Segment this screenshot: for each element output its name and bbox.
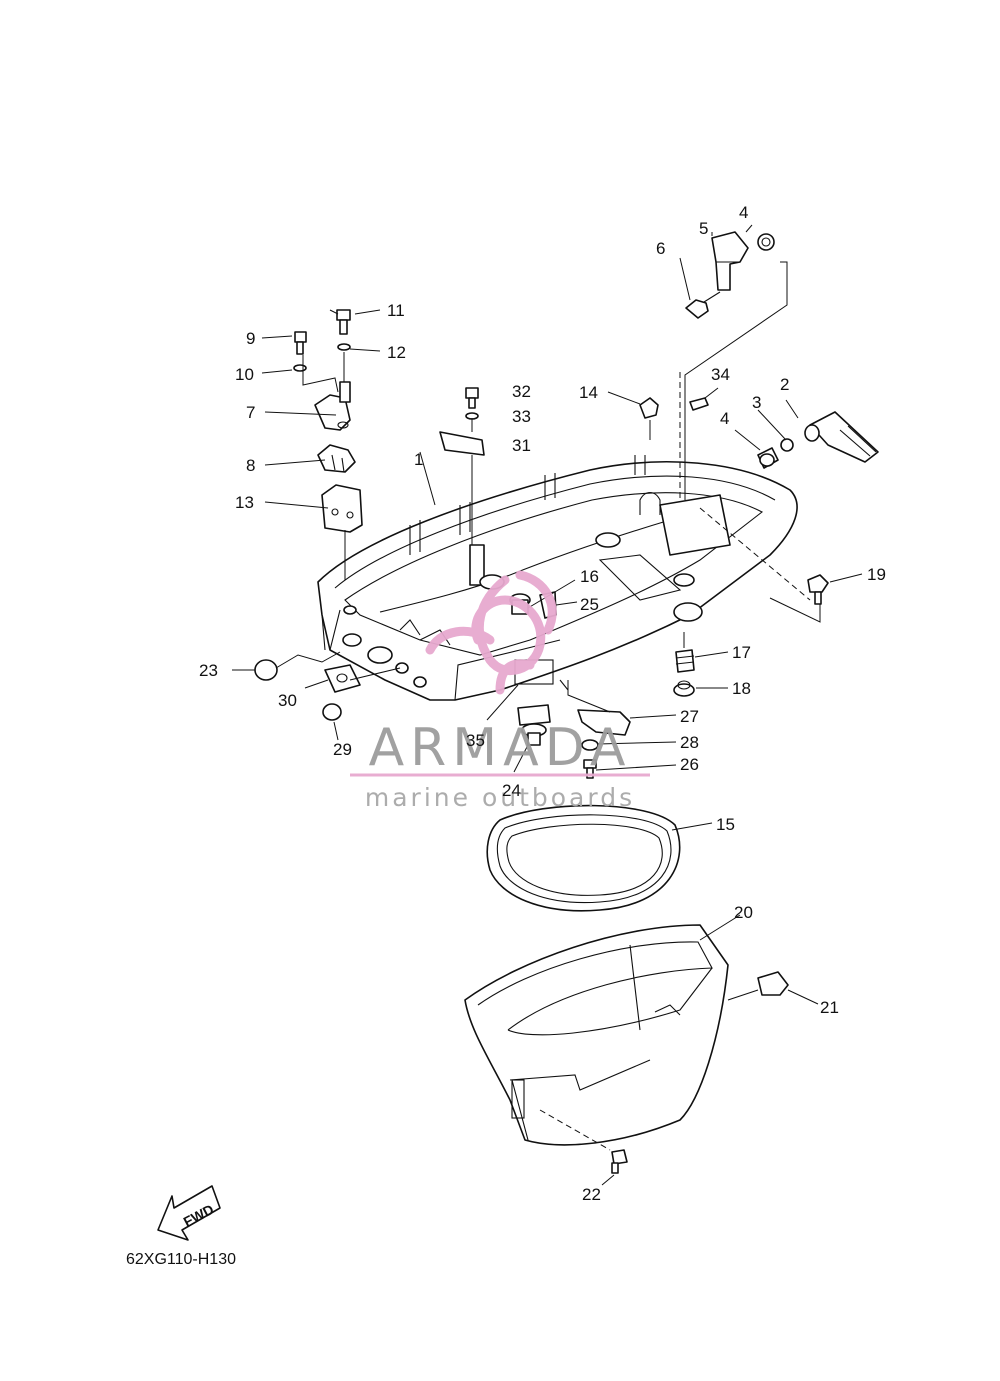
callout-14: 14	[579, 383, 598, 402]
callout-23: 23	[199, 661, 218, 680]
callout-9: 9	[246, 329, 255, 348]
armada-logo-icon	[425, 570, 557, 695]
callout-13: 13	[235, 493, 254, 512]
callout-4-upper: 4	[739, 203, 748, 222]
small-parts	[254, 231, 879, 1174]
callout-32: 32	[512, 382, 531, 401]
callout-20: 20	[734, 903, 753, 922]
callout-8: 8	[246, 456, 255, 475]
callout-16: 16	[580, 567, 599, 586]
callout-5: 5	[699, 219, 708, 238]
callout-29: 29	[333, 740, 352, 759]
callout-34: 34	[711, 365, 730, 384]
callout-1: 1	[414, 450, 423, 469]
callout-4-lower: 4	[720, 409, 729, 428]
callout-30: 30	[278, 691, 297, 710]
callout-21: 21	[820, 998, 839, 1017]
callout-17: 17	[732, 643, 751, 662]
watermark-tagline: marine outboards	[365, 783, 635, 812]
callout-10: 10	[235, 365, 254, 384]
callout-31: 31	[512, 436, 531, 455]
bottom-cowling	[317, 455, 798, 701]
fwd-arrow-icon: FWD	[157, 1185, 221, 1241]
callout-28: 28	[680, 733, 699, 752]
callout-3: 3	[752, 393, 761, 412]
leader-lines	[232, 224, 863, 1186]
diagram-code: 62XG110-H130	[126, 1251, 236, 1268]
callout-22: 22	[582, 1185, 601, 1204]
callout-7: 7	[246, 403, 255, 422]
callout-6: 6	[656, 239, 665, 258]
callout-26: 26	[680, 755, 699, 774]
armada-watermark: ARMADA marine outboards	[350, 570, 650, 812]
callout-18: 18	[732, 679, 751, 698]
callout-2: 2	[780, 375, 789, 394]
callout-15: 15	[716, 815, 735, 834]
callout-labels: 1 2 3 4 4 5 6 7 8 9 10 11 12 13 14 15 16…	[199, 203, 886, 1204]
callout-33: 33	[512, 407, 531, 426]
callout-25: 25	[580, 595, 599, 614]
watermark-brand: ARMADA	[369, 718, 632, 778]
callout-35: 35	[466, 731, 485, 750]
callout-24: 24	[502, 781, 521, 800]
callout-11: 11	[387, 301, 405, 320]
callout-12: 12	[387, 343, 406, 362]
callout-19: 19	[867, 565, 886, 584]
callout-27: 27	[680, 707, 699, 726]
